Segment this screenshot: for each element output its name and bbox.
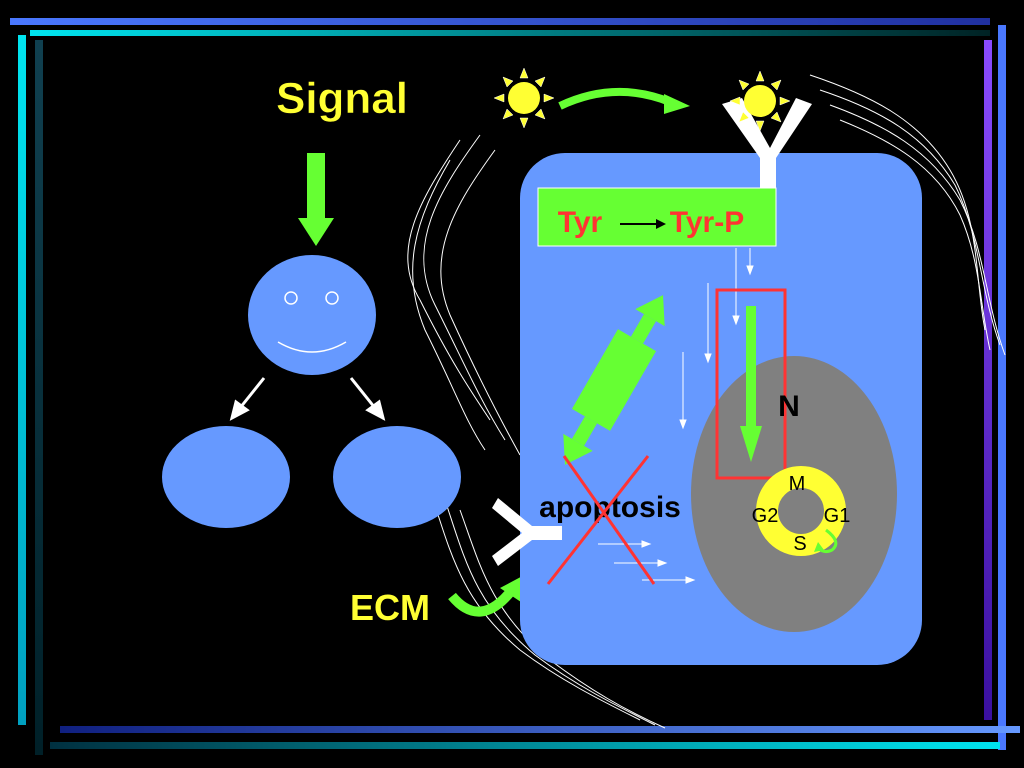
eye-right <box>325 291 339 305</box>
nucleus-label: N <box>778 390 800 423</box>
eye-left <box>284 291 298 305</box>
double-headed-arrow <box>563 295 665 465</box>
slide-frame <box>10 18 1020 755</box>
reaction-product: Tyr-P <box>670 206 744 239</box>
smiley-cell <box>248 255 376 375</box>
phase-g1-label: G1 <box>824 505 851 527</box>
reaction-arrow <box>620 219 666 229</box>
cell-cycle-ring <box>756 466 846 556</box>
receptor-y-icon <box>722 98 812 190</box>
apoptosis-cross <box>546 455 656 585</box>
sun-icon <box>493 67 555 129</box>
smile <box>277 341 347 353</box>
signal-arrow <box>298 153 334 246</box>
ecm-curved-arrow <box>448 572 530 617</box>
sun-icon <box>729 70 791 132</box>
nucleus <box>691 356 897 632</box>
daughter-cell-right <box>333 426 461 528</box>
apoptosis-label: apoptosis <box>539 491 681 524</box>
reaction-substrate: Tyr <box>558 206 603 239</box>
ecm-fibers <box>407 74 1006 729</box>
phase-s-label: S <box>793 533 806 555</box>
title-signal: Signal <box>276 74 408 123</box>
reaction-box <box>537 187 777 247</box>
phase-g2-label: G2 <box>752 505 779 527</box>
cell-cycle-progress-arrow <box>814 528 838 554</box>
division-arrows <box>229 377 386 421</box>
signal-cascade-arrows <box>598 248 754 584</box>
phase-m-label: M <box>789 473 806 495</box>
nuclear-translocation-box <box>715 288 787 480</box>
sun-transfer-arrow <box>558 87 690 114</box>
nuclear-arrow <box>740 306 762 462</box>
daughter-cell-left <box>162 426 290 528</box>
ecm-label: ECM <box>350 587 430 628</box>
receptor-y-icon <box>492 498 562 566</box>
